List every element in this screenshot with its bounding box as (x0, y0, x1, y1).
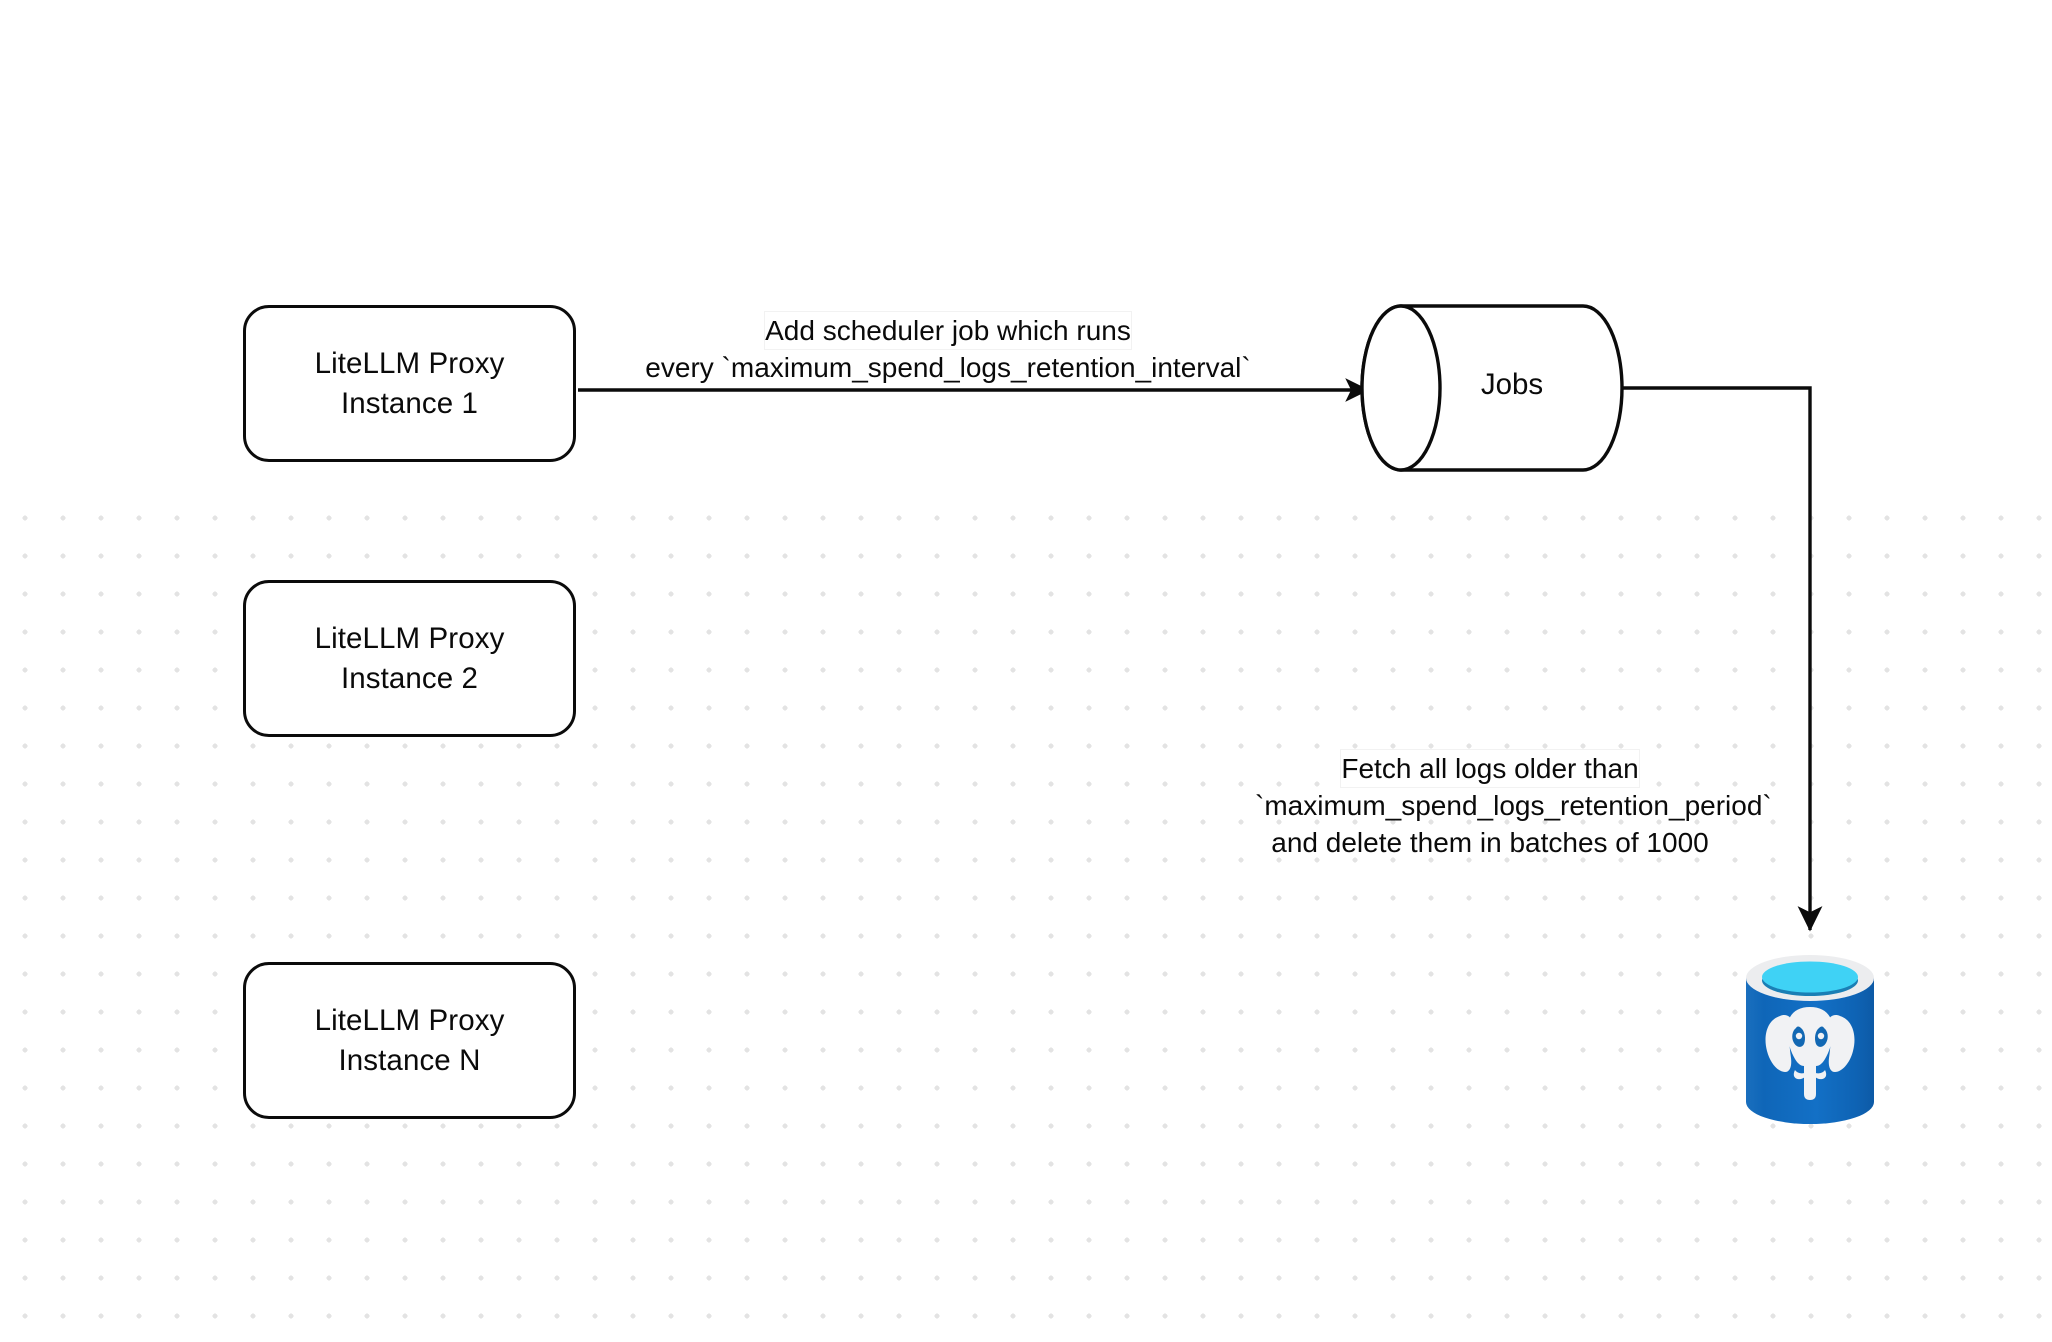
node-litellm-proxy-instance-n[interactable]: LiteLLM Proxy Instance N (243, 962, 576, 1119)
edge-label-fetch-line2: `maximum_spend_logs_retention_period` (1255, 790, 1772, 822)
database-liquid-surface (1762, 961, 1858, 993)
edge-jobs-to-database (1622, 386, 1823, 932)
node-litellm-proxy-instance-2[interactable]: LiteLLM Proxy Instance 2 (243, 580, 576, 737)
node-label-line1: LiteLLM Proxy (314, 621, 505, 655)
edge-label-fetch-line3: and delete them in batches of 1000 (1271, 827, 1709, 859)
postgres-elephant-pupils (1795, 1032, 1825, 1040)
node-label-line2: Instance N (338, 1043, 481, 1077)
edge-label-fetch-line1: Fetch all logs older than (1341, 750, 1639, 788)
edge-label-fetch-delete: Fetch all logs older than `maximum_spend… (1255, 750, 1772, 862)
node-label-line1: LiteLLM Proxy (314, 346, 505, 380)
edge-label-scheduler: Add scheduler job which runs every `maxi… (618, 312, 1278, 386)
node-label-line1: LiteLLM Proxy (314, 1003, 505, 1037)
edge-label-scheduler-line1: Add scheduler job which runs (765, 312, 1131, 350)
node-label-jobs: Jobs (1480, 368, 1544, 401)
node-litellm-proxy-instance-1[interactable]: LiteLLM Proxy Instance 1 (243, 305, 576, 462)
postgres-database-icon (1746, 955, 1874, 1124)
edge-label-scheduler-line2: every `maximum_spend_logs_retention_inte… (645, 352, 1251, 384)
node-label-line2: Instance 2 (340, 661, 479, 695)
jobs-cylinder-shape (1360, 304, 1624, 472)
node-label-line2: Instance 1 (340, 386, 479, 420)
